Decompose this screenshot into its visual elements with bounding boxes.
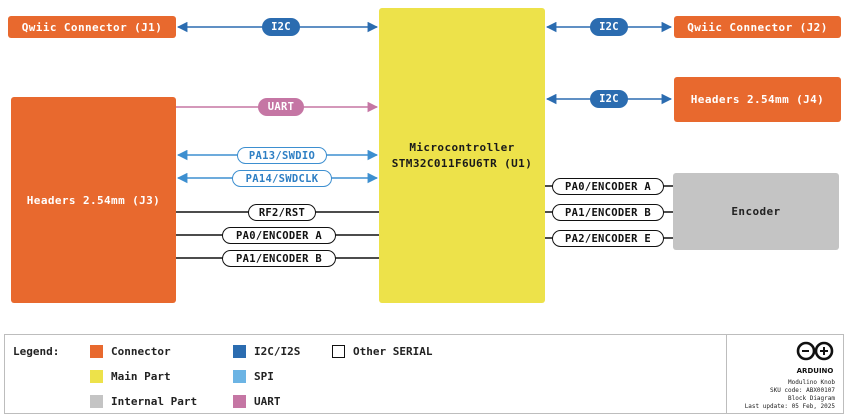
sku-code: SKU code: ABX00107 [769,387,835,394]
legend-spi: SPI [233,370,274,383]
main-part-swatch [90,370,103,383]
legend-main-part-label: Main Part [111,370,171,383]
legend-other-serial-label: Other SERIAL [353,345,433,358]
arduino-logo: ARDUINO [795,341,835,375]
legend-uart-label: UART [254,395,281,408]
legend-main-part: Main Part [90,370,171,383]
uart-label: UART [258,98,304,116]
legend-other-serial: Other SERIAL [332,345,432,358]
mcu-title: Microcontroller [409,140,515,154]
legend-uart: UART [233,395,281,408]
legend-connector: Connector [90,345,171,358]
mcu-part-number: STM32C011F6U6TR (U1) [391,156,533,170]
legend-i2c-label: I2C/I2S [254,345,301,358]
qwiic-connector-j2: Qwiic Connector (J2) [674,16,841,38]
uart-swatch [233,395,246,408]
enc-a-label: PA0/ENCODER A [552,178,664,195]
arduino-infinity-logo-icon [796,341,834,361]
headers-j4: Headers 2.54mm (J4) [674,77,841,122]
swdio-label: PA13/SWDIO [237,147,327,164]
qwiic-connector-j1: Qwiic Connector (J1) [8,16,176,38]
legend-internal-part: Internal Part [90,395,197,408]
headers-j3: Headers 2.54mm (J3) [11,97,176,303]
doc-type: Block Diagram [788,395,835,402]
enc-e-label: PA2/ENCODER E [552,230,664,247]
spi-swatch [233,370,246,383]
legend-internal-part-label: Internal Part [111,395,198,408]
i2c-swatch [233,345,246,358]
connector-swatch [90,345,103,358]
j3-enc-b-label: PA1/ENCODER B [222,250,336,267]
enc-b-label: PA1/ENCODER B [552,204,664,221]
i2c-label-j2: I2C [590,18,628,36]
brand-box: ARDUINO Modulino Knob SKU code: ABX00107… [726,335,843,413]
microcontroller: Microcontroller STM32C011F6U6TR (U1) [379,8,545,303]
j3-enc-a-label: PA0/ENCODER A [222,227,336,244]
legend-title: Legend: [13,345,60,358]
product-name: Modulino Knob [788,379,835,386]
internal-part-swatch [90,395,103,408]
serial-swatch [332,345,345,358]
legend-i2c: I2C/I2S [233,345,300,358]
rst-label: RF2/RST [248,204,316,221]
legend-panel: Legend: Connector Main Part Internal Par… [4,334,844,414]
swdclk-label: PA14/SWDCLK [232,170,332,187]
encoder-block: Encoder [673,173,839,250]
brand-name: ARDUINO [796,367,834,375]
i2c-label-j4: I2C [590,90,628,108]
i2c-label-j1: I2C [262,18,300,36]
legend-connector-label: Connector [111,345,171,358]
legend-spi-label: SPI [254,370,274,383]
last-update: Last update: 05 Feb, 2025 [744,403,835,410]
